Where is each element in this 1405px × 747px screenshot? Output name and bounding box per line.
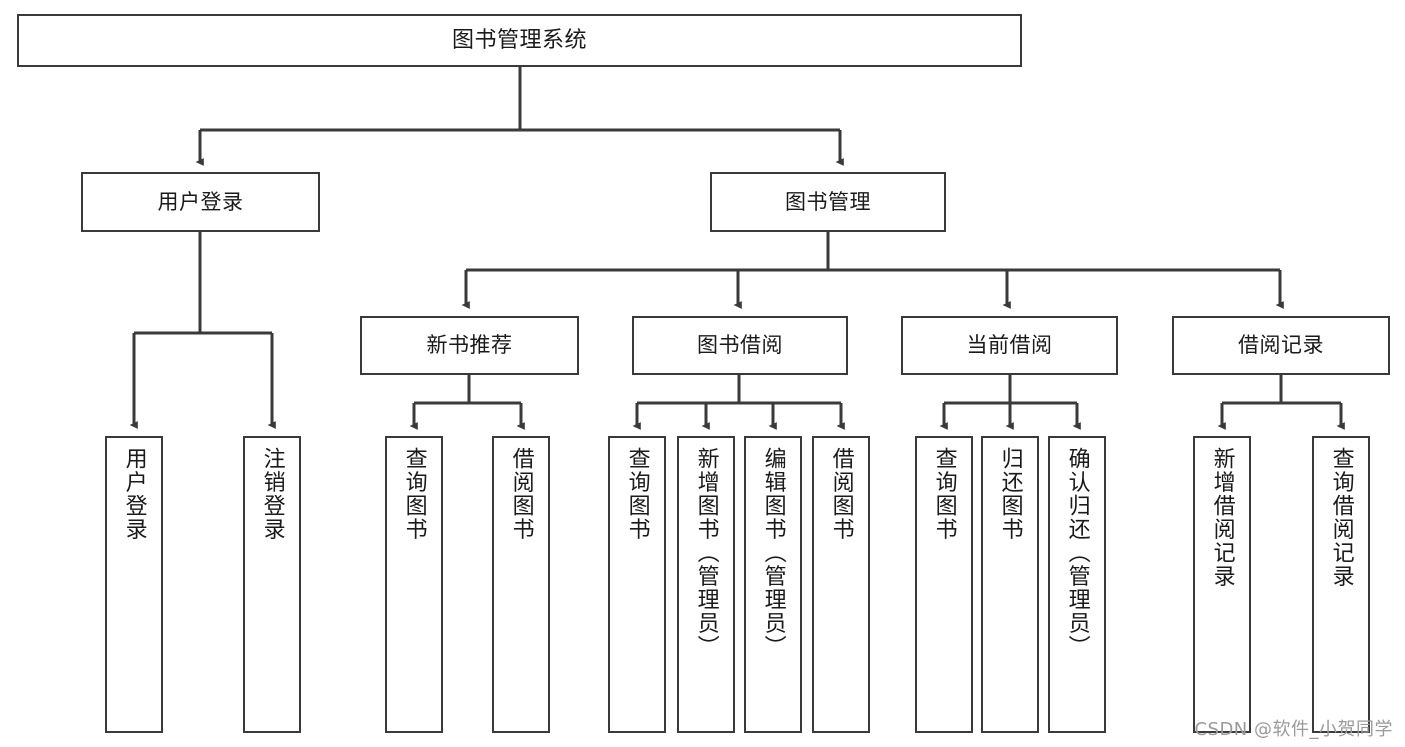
leaf-recommend-borrow-book[interactable]: 借阅图书 — [492, 436, 550, 733]
leaf-borrow-query-book[interactable]: 查询图书 — [608, 436, 666, 733]
node-root-system[interactable]: 图书管理系统 — [17, 14, 1022, 67]
leaf-record-query-borrow-record[interactable]: 查询借阅记录 — [1312, 436, 1370, 733]
leaf-user-logout[interactable]: 注销登录 — [243, 436, 301, 733]
node-label: 图书借阅 — [697, 333, 783, 358]
node-label: 查询借阅记录 — [1328, 447, 1354, 588]
edges-current-borrow-to-leaves — [939, 375, 1081, 430]
node-label: 确认归还（管理员） — [1064, 447, 1090, 659]
edges-level1-to-level2 — [195, 67, 844, 166]
node-current-borrow[interactable]: 当前借阅 — [901, 316, 1118, 375]
node-label: 查询图书 — [931, 447, 957, 541]
leaf-user-login[interactable]: 用户登录 — [105, 436, 163, 733]
node-label: 图书管理系统 — [451, 27, 587, 53]
node-borrow-record[interactable]: 借阅记录 — [1172, 316, 1390, 375]
node-label: 归还图书 — [997, 447, 1023, 541]
node-book-borrow[interactable]: 图书借阅 — [632, 316, 848, 375]
node-label: 借阅图书 — [508, 447, 534, 541]
leaf-current-return-book[interactable]: 归还图书 — [981, 436, 1039, 733]
node-label: 用户登录 — [121, 447, 147, 541]
leaf-record-add-borrow-record[interactable]: 新增借阅记录 — [1193, 436, 1251, 733]
edges-user-login-to-leaves — [129, 232, 276, 429]
edges-book-manage-to-level3 — [461, 232, 1284, 309]
node-label: 新书推荐 — [426, 333, 513, 358]
node-label: 用户登录 — [157, 189, 244, 214]
leaf-current-query-book[interactable]: 查询图书 — [915, 436, 973, 733]
node-label: 编辑图书（管理员） — [760, 447, 786, 659]
leaf-borrow-edit-book-admin[interactable]: 编辑图书（管理员） — [744, 436, 802, 733]
edges-book-borrow-to-leaves — [632, 375, 845, 430]
edges-new-book-rec-to-leaves — [409, 375, 525, 430]
leaf-recommend-query-book[interactable]: 查询图书 — [385, 436, 443, 733]
leaf-borrow-borrow-book[interactable]: 借阅图书 — [812, 436, 870, 733]
node-label: 新增图书（管理员） — [693, 447, 719, 659]
node-label: 新增借阅记录 — [1209, 447, 1235, 588]
node-label: 查询图书 — [624, 447, 650, 541]
edges-borrow-record-to-leaves — [1217, 375, 1345, 430]
csdn-watermark: CSDN @软件_小贺同学 — [1194, 719, 1393, 740]
node-label: 借阅图书 — [828, 447, 854, 541]
node-new-book-recommend[interactable]: 新书推荐 — [360, 316, 579, 375]
node-label: 查询图书 — [401, 447, 427, 541]
node-label: 当前借阅 — [966, 333, 1053, 358]
leaf-current-confirm-return-admin[interactable]: 确认归还（管理员） — [1048, 436, 1106, 733]
node-book-management[interactable]: 图书管理 — [710, 172, 946, 232]
leaf-borrow-add-book-admin[interactable]: 新增图书（管理员） — [677, 436, 735, 733]
node-label: 借阅记录 — [1238, 333, 1324, 358]
node-label: 图书管理 — [785, 189, 871, 214]
node-label: 注销登录 — [259, 447, 285, 541]
node-user-login[interactable]: 用户登录 — [81, 172, 320, 232]
